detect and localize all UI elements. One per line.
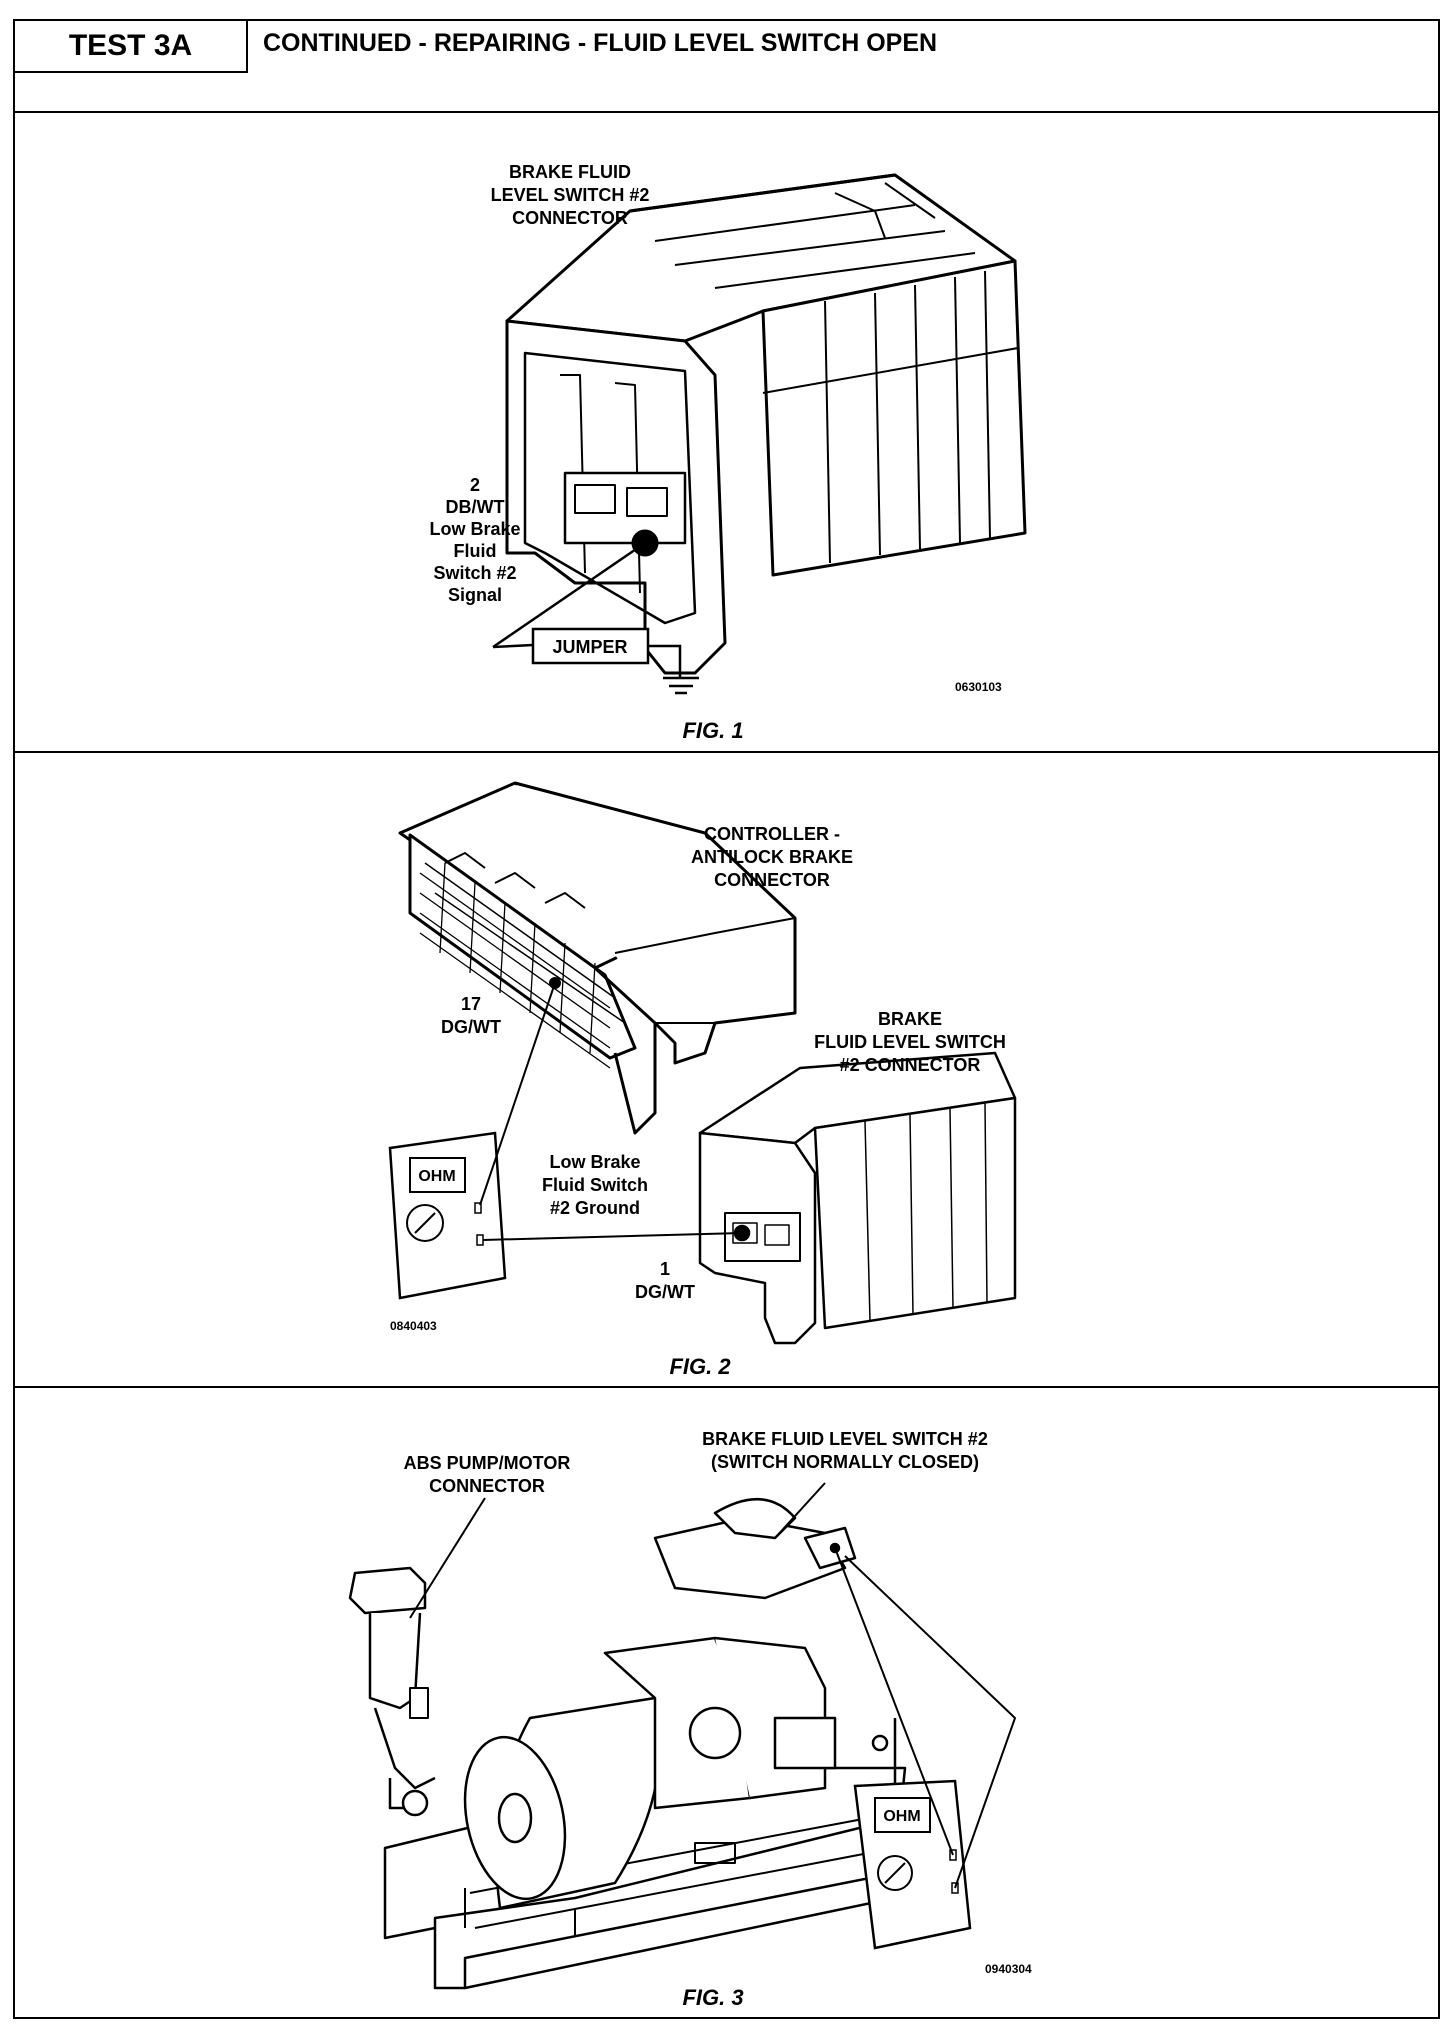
controller-label-3: CONNECTOR: [714, 870, 830, 890]
antilock-controller-connector-drawing: [398, 781, 797, 1135]
switch-connector-label-3: #2 CONNECTOR: [840, 1055, 981, 1075]
figure-caption: FIG. 2: [669, 1354, 731, 1379]
controller-pin-label-1: 17: [461, 994, 481, 1014]
switch-label-2: (SWITCH NORMALLY CLOSED): [711, 1452, 979, 1472]
page-title: CONTINUED - REPAIRING - FLUID LEVEL SWIT…: [263, 29, 938, 57]
test-id: TEST 3A: [15, 21, 248, 73]
connector-label-2: LEVEL SWITCH #2: [491, 185, 650, 205]
pin-label-1: 2: [470, 475, 480, 495]
pin-label-4: Fluid: [454, 541, 497, 561]
controller-label-2: ANTILOCK BRAKE: [691, 847, 853, 867]
pin-label-5: Switch #2: [433, 563, 516, 583]
pump-label-2: CONNECTOR: [429, 1476, 545, 1496]
controller-label-1: CONTROLLER -: [704, 824, 840, 844]
brake-fluid-switch-connector-drawing: [698, 1051, 1017, 1345]
connector-label-1: BRAKE FLUID: [509, 162, 631, 182]
procedure-page: TEST 3A CONTINUED - REPAIRING - FLUID LE…: [13, 19, 1440, 2019]
figure-caption: FIG. 1: [682, 718, 743, 743]
figure-1-drawing: BRAKE FLUID LEVEL SWITCH #2 CONNECTOR 2 …: [429, 162, 1027, 743]
brake-fluid-switch-connector-drawing: [505, 173, 1027, 675]
test-leads: [479, 982, 743, 1241]
ground-label-3: #2 Ground: [550, 1198, 640, 1218]
ohmmeter-display: OHM: [418, 1168, 455, 1185]
pump-motor-connector-drawing: [348, 1566, 436, 1817]
ohmmeter-display: OHM: [883, 1808, 920, 1825]
figure-3-drawing: OHM BRAKE FLUID LEVEL SWITCH #2 (SWITCH …: [348, 1429, 1032, 2010]
pin-label-6: Signal: [448, 585, 502, 605]
switch-connector-label-1: BRAKE: [878, 1009, 942, 1029]
pin-label-3: Low Brake: [429, 519, 520, 539]
ground-icon: [663, 676, 699, 695]
figure-2-drawing: OHM CONTROLLER - ANTILOCK BRAKE CONNECTO…: [388, 781, 1017, 1379]
figure-3-panel: OHM BRAKE FLUID LEVEL SWITCH #2 (SWITCH …: [15, 1388, 1438, 2017]
header: TEST 3A CONTINUED - REPAIRING - FLUID LE…: [15, 21, 1438, 113]
brake-fluid-level-switch-drawing: [653, 1498, 857, 1600]
ground-label-2: Fluid Switch: [542, 1175, 648, 1195]
pin-label-2: DB/WT: [446, 497, 505, 517]
switch-pin-label-2: DG/WT: [635, 1282, 695, 1302]
jumper-wire: [492, 541, 699, 695]
switch-connector-label-2: FLUID LEVEL SWITCH: [814, 1032, 1006, 1052]
figure-caption: FIG. 3: [682, 1985, 743, 2010]
figure-1-panel: BRAKE FLUID LEVEL SWITCH #2 CONNECTOR 2 …: [15, 113, 1438, 753]
pump-label-1: ABS PUMP/MOTOR: [404, 1453, 571, 1473]
controller-pin-grid: [419, 862, 611, 1069]
connector-label-3: CONNECTOR: [512, 208, 628, 228]
ohmmeter-2: [853, 1779, 972, 1950]
ohmmeter-1: [388, 1131, 507, 1300]
jumper-label: JUMPER: [552, 637, 627, 657]
jumper-box: [531, 627, 650, 665]
figure-code: 0630103: [955, 680, 1002, 694]
figure-code: 0840403: [390, 1319, 437, 1333]
abs-pump-motor-assembly-drawing: [383, 1636, 907, 1990]
test-leads: [409, 1482, 1017, 1889]
figure-2-panel: OHM CONTROLLER - ANTILOCK BRAKE CONNECTO…: [15, 753, 1438, 1388]
switch-pin-label-1: 1: [660, 1259, 670, 1279]
switch-label-1: BRAKE FLUID LEVEL SWITCH #2: [702, 1429, 988, 1449]
figure-code: 0940304: [985, 1962, 1032, 1976]
ground-label-1: Low Brake: [549, 1152, 640, 1172]
controller-pin-label-2: DG/WT: [441, 1017, 501, 1037]
